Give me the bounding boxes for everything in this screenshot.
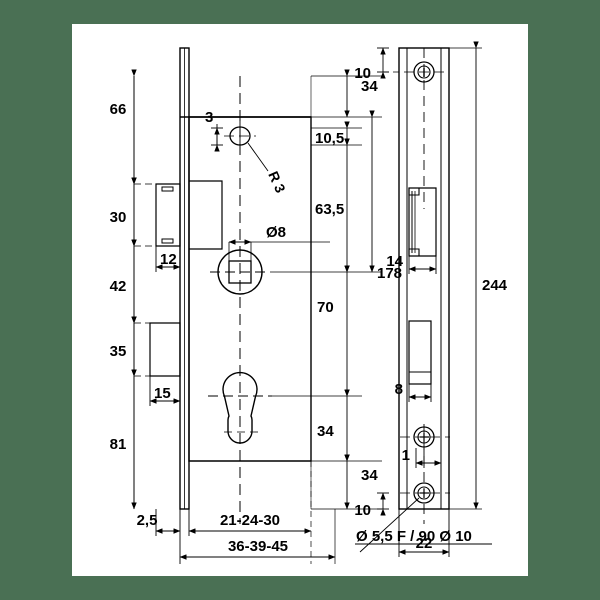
deadbolt-opening	[408, 320, 432, 385]
dim-label-8: 8	[395, 381, 403, 398]
dim-label-15: 15	[154, 385, 171, 402]
dim-label-10-5: 10,5	[315, 130, 344, 147]
dim-label-30: 30	[110, 209, 127, 226]
dim-label-dia8: Ø8	[266, 224, 286, 241]
dim-label-70: 70	[317, 299, 334, 316]
dim-label-244: 244	[482, 277, 508, 294]
dim-label-14: 14	[386, 253, 403, 270]
dim-label-1: 1	[402, 447, 410, 464]
dim-15-group	[149, 376, 181, 406]
cylinder-keyway	[208, 371, 272, 444]
dim-label-34-top: 34	[361, 78, 378, 95]
latch-opening	[408, 187, 437, 257]
side-view-faceplate	[359, 47, 450, 553]
bottom-dimension-chain	[155, 461, 336, 564]
dim-r3-leader	[247, 142, 269, 172]
note-leader-line	[359, 497, 420, 553]
screw-hole-top	[404, 61, 446, 83]
follower-spindle-hole	[210, 242, 270, 295]
dim-label-66: 66	[110, 101, 127, 118]
dim-label-34-bottom: 34	[361, 467, 378, 484]
dim-label-2-5: 2,5	[137, 512, 158, 529]
dim-label-12: 12	[160, 251, 177, 268]
dim-3-group	[211, 120, 241, 152]
note-screw-spec: Ø 5,5 F / 90 Ø 10	[356, 528, 472, 545]
front-view-lock-body	[149, 47, 312, 524]
drawing-sheet: 66 30 42 35 81 34 10,5 63,5 178 70 34 34…	[72, 24, 528, 576]
dim-label-overall: 36-39-45	[228, 538, 288, 555]
dim-label-backset: 21-24-30	[220, 512, 280, 529]
dim-label-r3: R 3	[265, 169, 289, 196]
screw-hole-middle	[400, 426, 450, 448]
left-dimension-chain	[131, 69, 156, 510]
dead-bolt	[149, 322, 181, 377]
dim-label-178: 178	[377, 265, 402, 282]
dim-label-10-top: 10	[354, 65, 371, 82]
dim-label-10-bottom: 10	[354, 502, 371, 519]
dim-label-42: 42	[110, 278, 127, 295]
dim-label-3: 3	[205, 109, 213, 126]
dim-label-22: 22	[416, 535, 433, 552]
screw-hole-bottom	[400, 482, 450, 504]
side-view-dimensions	[377, 41, 482, 557]
dim-label-34-mid: 34	[317, 423, 334, 440]
dim-12-group	[155, 246, 181, 272]
lock-case-outline	[188, 116, 312, 462]
technical-drawing-svg: 66 30 42 35 81 34 10,5 63,5 178 70 34 34…	[110, 41, 508, 564]
dim-label-35: 35	[110, 343, 127, 360]
right-dimension-chain	[270, 69, 382, 510]
dim-label-81: 81	[110, 436, 127, 453]
dim-label-63-5: 63,5	[315, 201, 344, 218]
